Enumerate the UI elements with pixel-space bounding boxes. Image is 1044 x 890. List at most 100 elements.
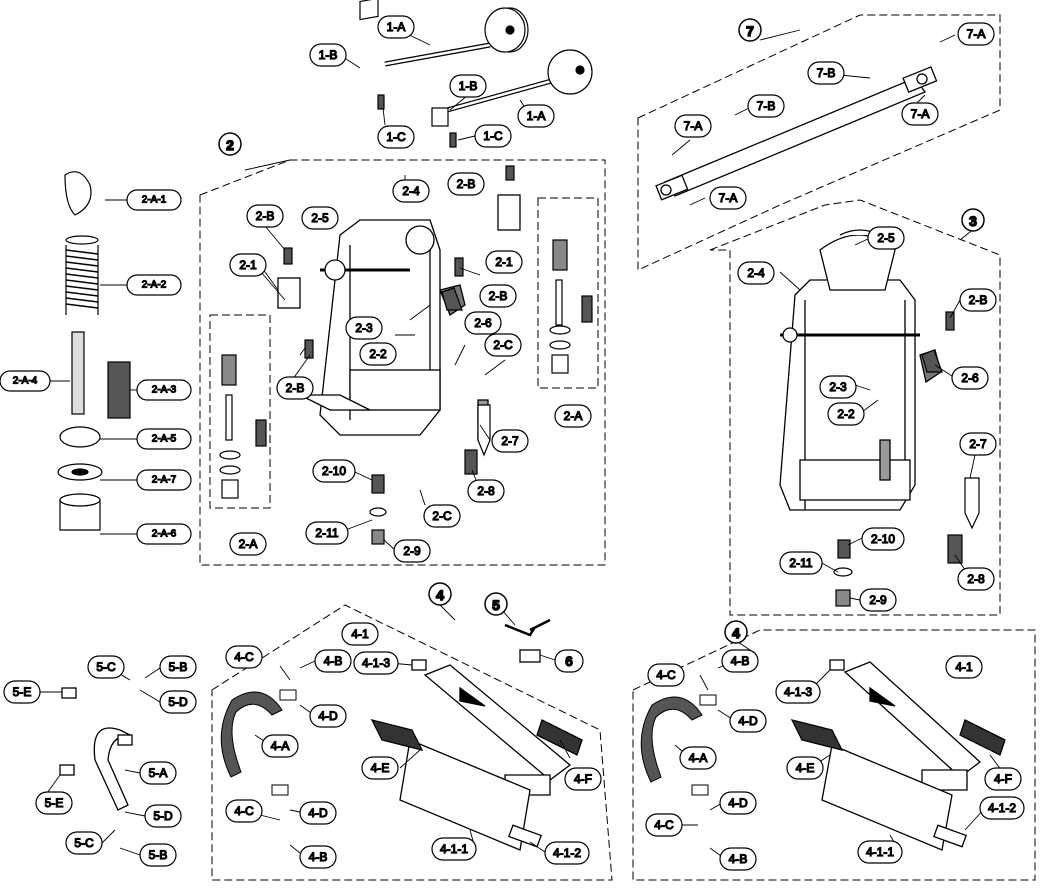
callout-4E-right: 4-E <box>786 756 824 780</box>
label-6: 6 <box>565 653 573 669</box>
boundary-4-right <box>632 629 1036 881</box>
callout-2A3: 2-A-3 <box>136 379 192 401</box>
number-5: 5 <box>492 597 500 613</box>
label-4-11-right: 4-1-1 <box>866 845 894 859</box>
label-2B-d: 2-B <box>286 381 305 395</box>
assembly-boundaries <box>199 14 1036 881</box>
label-5E-b: 5-E <box>45 796 64 810</box>
assembly-number-5: 5 <box>484 592 508 616</box>
label-2-8: 2-8 <box>477 484 495 498</box>
callout-5E-a: 5-E <box>3 680 41 704</box>
label-4-13-left: 4-1-3 <box>362 656 390 670</box>
label-4D-a-right: 4-D <box>738 714 758 728</box>
label-4D-a-left: 4-D <box>318 709 338 723</box>
label-4B-b-right: 4-B <box>729 852 748 866</box>
callout-4F-right: 4-F <box>984 767 1022 791</box>
label-1C-top: 1-C <box>386 130 406 144</box>
label-2-6: 2-6 <box>474 316 492 330</box>
callout-4E-left: 4-E <box>361 756 399 780</box>
label-2-1b: 2-1 <box>495 255 513 269</box>
callout-7A-b: 7-A <box>901 102 939 126</box>
label-7A-c: 7-A <box>684 119 703 133</box>
label-5C-a: 5-C <box>96 660 116 674</box>
frame-springs <box>219 239 593 499</box>
label-5B-a: 5-B <box>169 660 188 674</box>
callouts: 1-A 1-B 1-C 1-B 1-A 1-C 2-A-1 2-A-2 2-A-… <box>0 15 1025 871</box>
callout-2A4: 2-A-4 <box>0 370 51 392</box>
callout-2C-a: 2-C <box>484 333 522 357</box>
label-4B-a-left: 4-B <box>324 654 343 668</box>
callout-5D-a: 5-D <box>159 690 197 714</box>
label-3-211: 2-11 <box>789 556 812 570</box>
label-2A4: 2-A-4 <box>13 376 38 387</box>
callout-4A-right: 4-A <box>679 746 717 770</box>
callout-4-11-right: 4-1-1 <box>857 840 903 864</box>
callout-4C-a-right: 4-C <box>647 663 685 687</box>
label-3-25: 2-5 <box>877 231 895 245</box>
label-2-5: 2-5 <box>311 211 329 225</box>
label-4-12-left: 4-1-2 <box>553 846 581 860</box>
callout-2A2: 2-A-2 <box>126 274 182 296</box>
callout-2-5: 2-5 <box>301 206 339 230</box>
callout-3-210: 2-10 <box>861 527 905 551</box>
label-7A-b: 7-A <box>911 107 930 121</box>
label-2-7: 2-7 <box>501 434 519 448</box>
callout-2-4: 2-4 <box>392 179 430 203</box>
callout-5B-b: 5-B <box>139 843 177 867</box>
footboard-left <box>370 659 583 851</box>
callout-7A-c: 7-A <box>674 114 712 138</box>
label-2A7: 2-A-7 <box>152 475 177 486</box>
label-1C-mid: 1-C <box>483 129 503 143</box>
label-4A-right: 4-A <box>689 751 708 765</box>
callout-2-1a: 2-1 <box>229 253 267 277</box>
callout-2-6: 2-6 <box>464 311 502 335</box>
callout-3-29: 2-9 <box>859 588 897 612</box>
strap <box>59 687 133 811</box>
number-2: 2 <box>226 137 234 153</box>
label-5A: 5-A <box>149 766 168 780</box>
label-2A-l: 2-A <box>239 537 258 551</box>
label-5D-a: 5-D <box>168 695 188 709</box>
assembly-number-4-left: 4 <box>428 582 452 606</box>
callout-1A-top: 1-A <box>377 15 415 39</box>
boundary-2A-left <box>209 314 271 509</box>
label-4E-left: 4-E <box>371 761 390 775</box>
callout-7A-a: 7-A <box>957 22 995 46</box>
callout-2B-b: 2-B <box>447 172 485 196</box>
callout-7A-d: 7-A <box>709 186 747 210</box>
label-2-3: 2-3 <box>355 321 373 335</box>
callout-3-26: 2-6 <box>951 366 989 390</box>
callout-1C-mid: 1-C <box>474 124 512 148</box>
callout-4C-b-left: 4-C <box>225 799 263 823</box>
label-2A1: 2-A-1 <box>142 195 167 206</box>
callout-2A5: 2-A-5 <box>136 428 192 450</box>
callout-7B-a: 7-B <box>807 61 845 85</box>
label-4-11-left: 4-1-1 <box>440 842 468 856</box>
boundary-2A-right <box>537 197 599 389</box>
beater-top <box>384 7 529 67</box>
label-2A3: 2-A-3 <box>152 385 177 396</box>
label-7A-d: 7-A <box>719 191 738 205</box>
callout-2A-r: 2-A <box>554 404 592 428</box>
callout-5C-a: 5-C <box>87 655 125 679</box>
callout-1A-mid: 1-A <box>517 104 555 128</box>
callout-4B-b-right: 4-B <box>719 847 757 871</box>
number-7: 7 <box>746 23 754 39</box>
callout-4B-a-right: 4-B <box>721 649 759 673</box>
label-2C-b: 2-C <box>432 509 452 523</box>
callout-2A7: 2-A-7 <box>136 469 192 491</box>
assembly-number-3: 3 <box>961 208 985 232</box>
boundary-3 <box>709 199 1001 616</box>
number-4-right: 4 <box>732 625 740 641</box>
callout-3-25: 2-5 <box>867 226 905 250</box>
callout-4F-left: 4-F <box>564 767 602 791</box>
callout-2B-a: 2-B <box>246 204 284 228</box>
label-4-12-right: 4-1-2 <box>988 801 1016 815</box>
callout-4C-b-right: 4-C <box>645 813 683 837</box>
label-5C-b: 5-C <box>74 836 94 850</box>
label-1B-mid: 1-B <box>459 79 478 93</box>
label-3-29: 2-9 <box>869 593 887 607</box>
label-2B-b: 2-B <box>457 177 476 191</box>
callout-3-2B: 2-B <box>959 288 997 312</box>
